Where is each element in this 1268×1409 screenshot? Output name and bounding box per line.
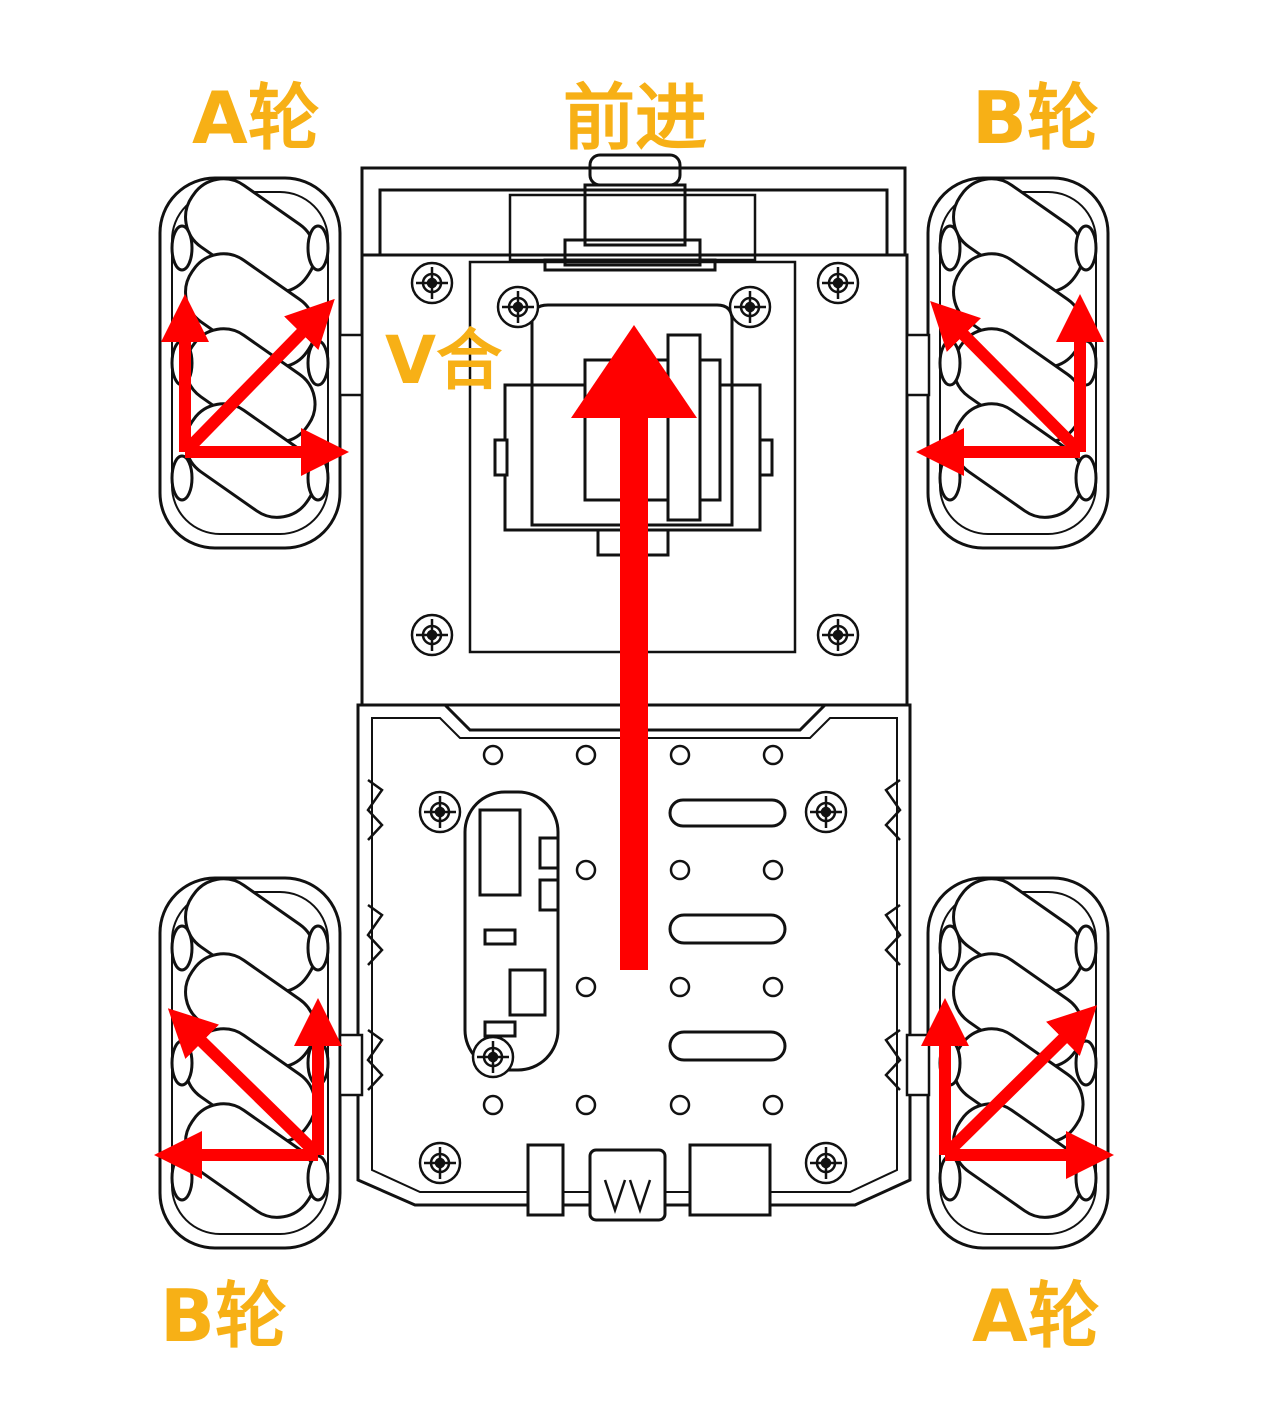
label-resultant-velocity: V合 (385, 328, 502, 394)
label-top-left-wheel: A轮 (192, 82, 320, 154)
label-bottom-right-wheel: A轮 (972, 1280, 1100, 1352)
wheel-bottom-right (928, 865, 1108, 1248)
label-top-right-wheel: B轮 (972, 82, 1099, 154)
label-bottom-left-wheel: B轮 (160, 1280, 287, 1352)
label-forward: 前进 (563, 82, 707, 154)
